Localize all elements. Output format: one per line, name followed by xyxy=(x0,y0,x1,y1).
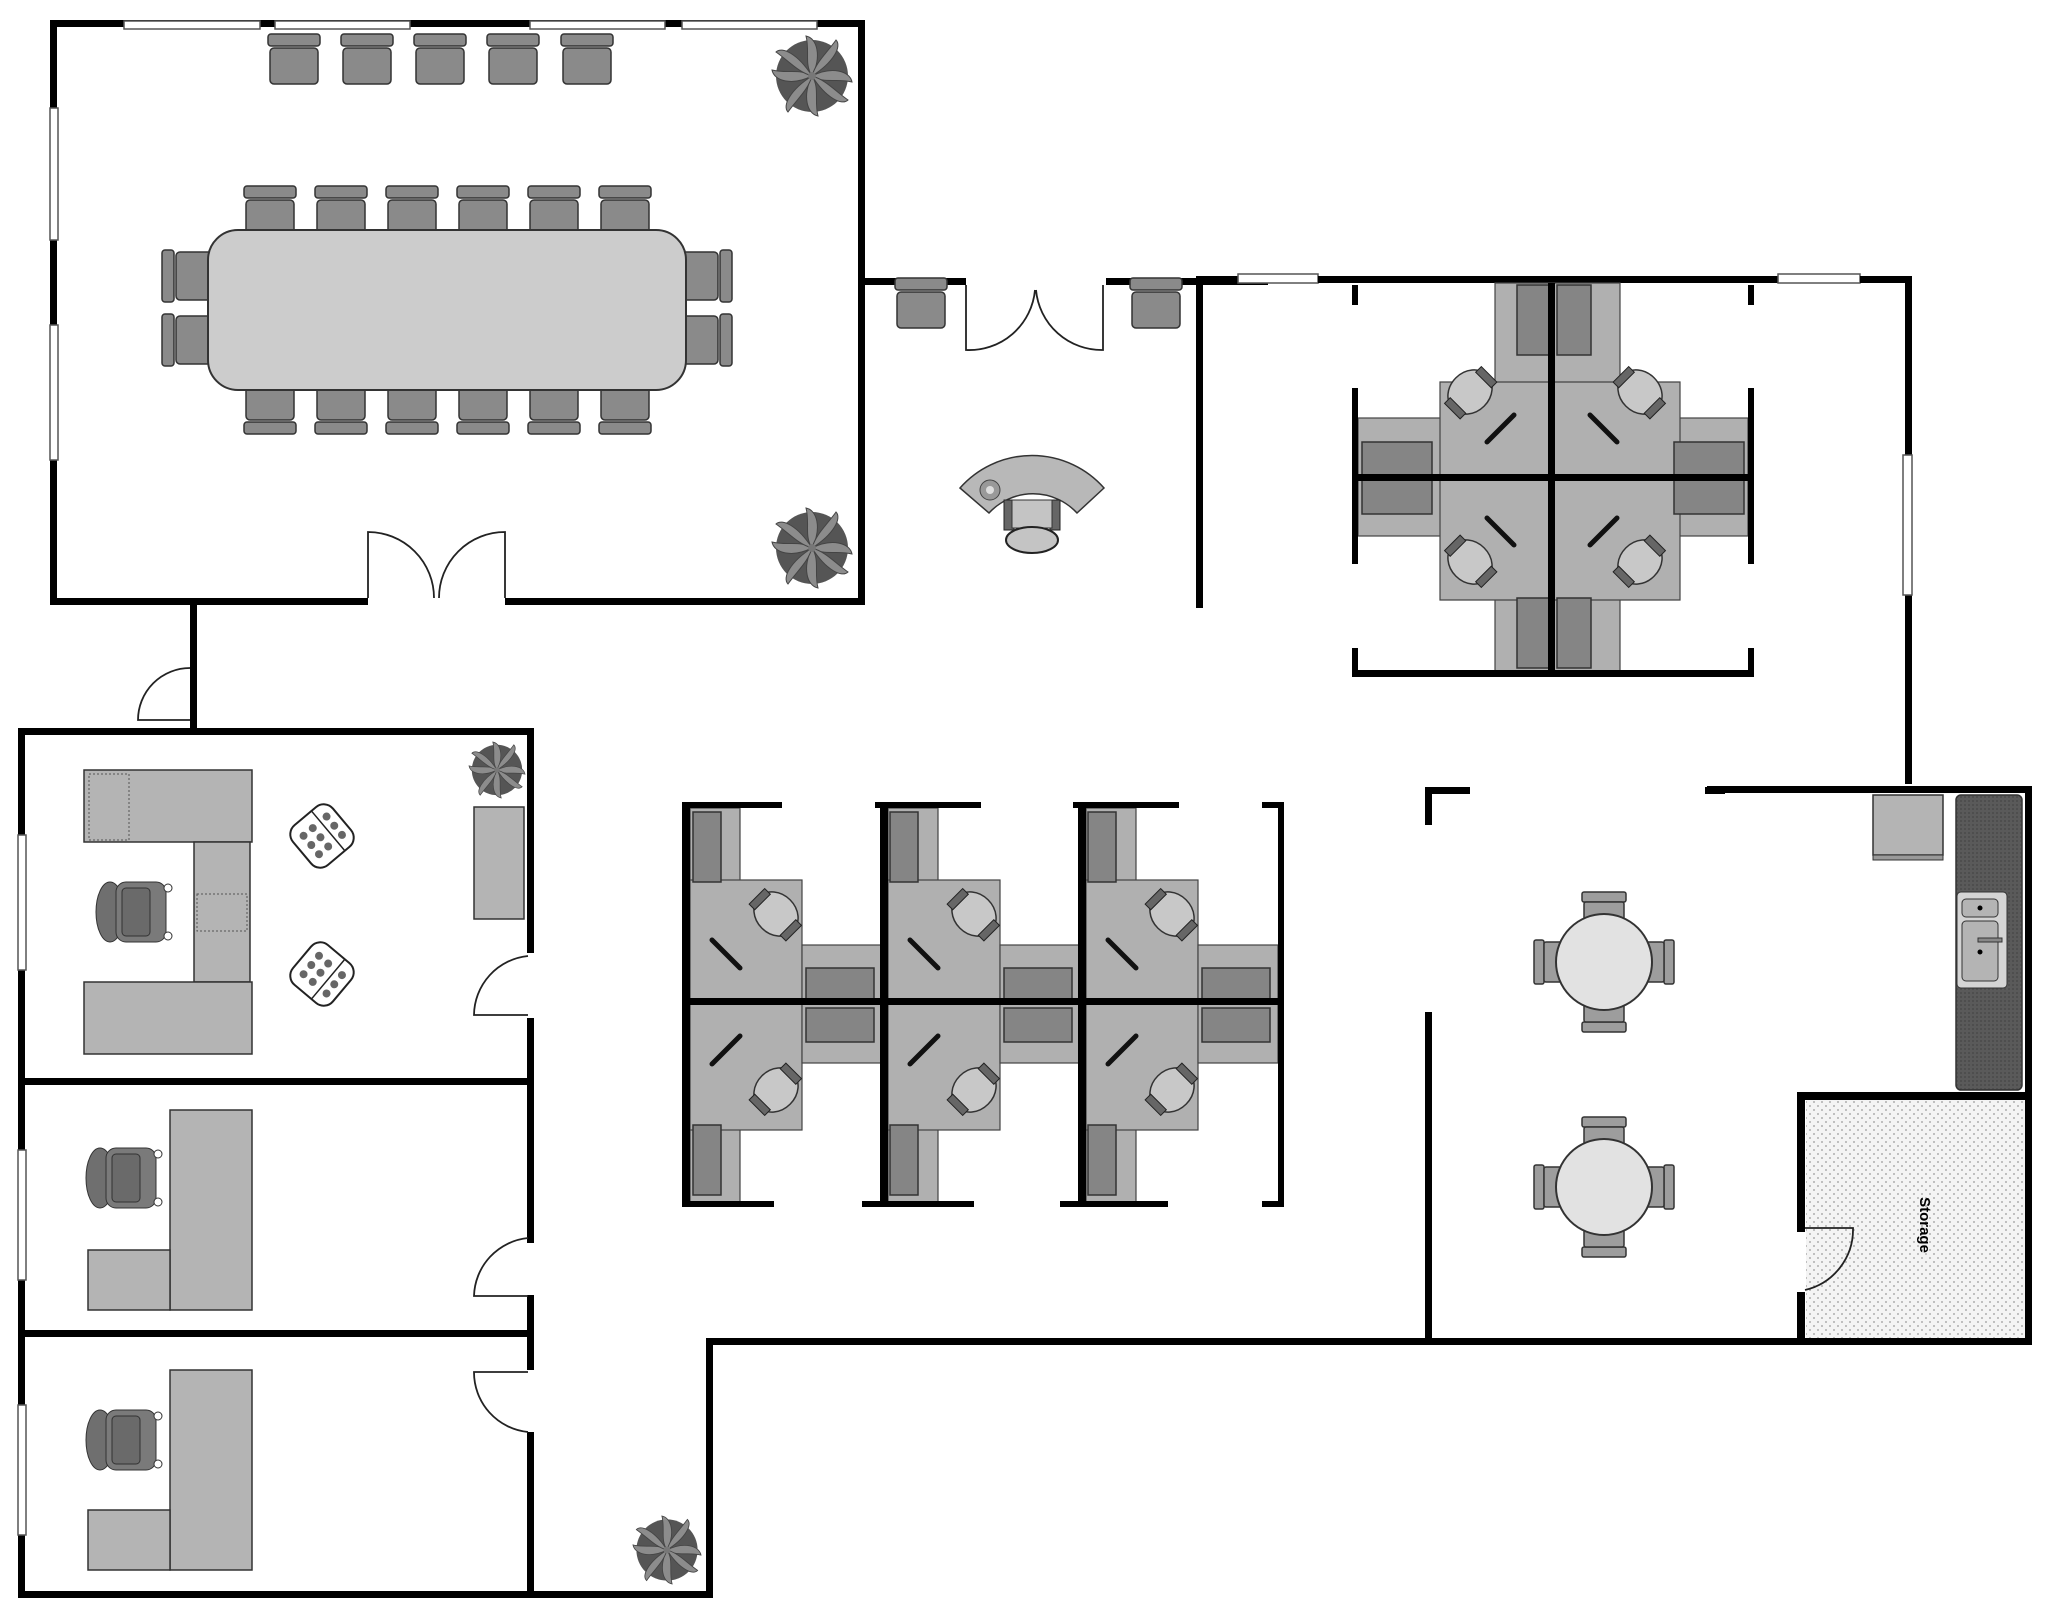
hallway-door[interactable] xyxy=(137,667,191,721)
office-door[interactable] xyxy=(473,1237,529,1297)
private-office-2 xyxy=(17,1337,713,1598)
credenza xyxy=(473,806,525,920)
plant-icon xyxy=(468,741,526,799)
conference-chairs-bottom xyxy=(243,383,652,435)
plant-icon xyxy=(771,35,853,117)
l-shaped-desk xyxy=(87,1369,253,1571)
office-door[interactable] xyxy=(473,1371,529,1433)
dining-table xyxy=(1533,1116,1675,1258)
executive-chair xyxy=(95,881,173,943)
reception-area xyxy=(858,277,1268,608)
kitchen-counter xyxy=(1955,794,2023,1091)
break-room xyxy=(1425,787,2023,1342)
dining-table xyxy=(1533,891,1675,1033)
waiting-chair xyxy=(894,277,948,329)
private-office-1 xyxy=(17,1078,534,1337)
conference-door[interactable] xyxy=(367,531,506,599)
refrigerator xyxy=(1872,794,1944,861)
window xyxy=(49,20,818,461)
office-door[interactable] xyxy=(473,955,529,1016)
plant-icon xyxy=(632,1515,702,1585)
l-shaped-desk xyxy=(87,1109,253,1311)
storage-door[interactable] xyxy=(1804,1227,1854,1291)
office-chair xyxy=(85,1147,163,1209)
sink-icon xyxy=(1956,891,2008,989)
guest-chair xyxy=(284,798,360,874)
reception-chair xyxy=(1003,499,1061,554)
conference-chairs-top xyxy=(243,185,652,237)
conference-side-chairs xyxy=(267,33,614,85)
u-shaped-desk xyxy=(83,769,253,1055)
storage-room: Storage xyxy=(1797,1092,2032,1342)
storage-label: Storage xyxy=(1916,1197,1933,1253)
conference-table xyxy=(207,229,687,391)
flower-icon xyxy=(979,479,1001,501)
workstation-cluster-top xyxy=(1196,273,1913,784)
conference-room xyxy=(49,20,865,605)
reception-desk xyxy=(958,454,1106,554)
plant-icon xyxy=(771,507,853,589)
workstation-cluster-center xyxy=(682,802,1284,1207)
office-chair xyxy=(85,1409,163,1471)
guest-chair xyxy=(284,936,360,1012)
entrance-door[interactable] xyxy=(965,285,1104,351)
waiting-chair xyxy=(1129,277,1183,329)
